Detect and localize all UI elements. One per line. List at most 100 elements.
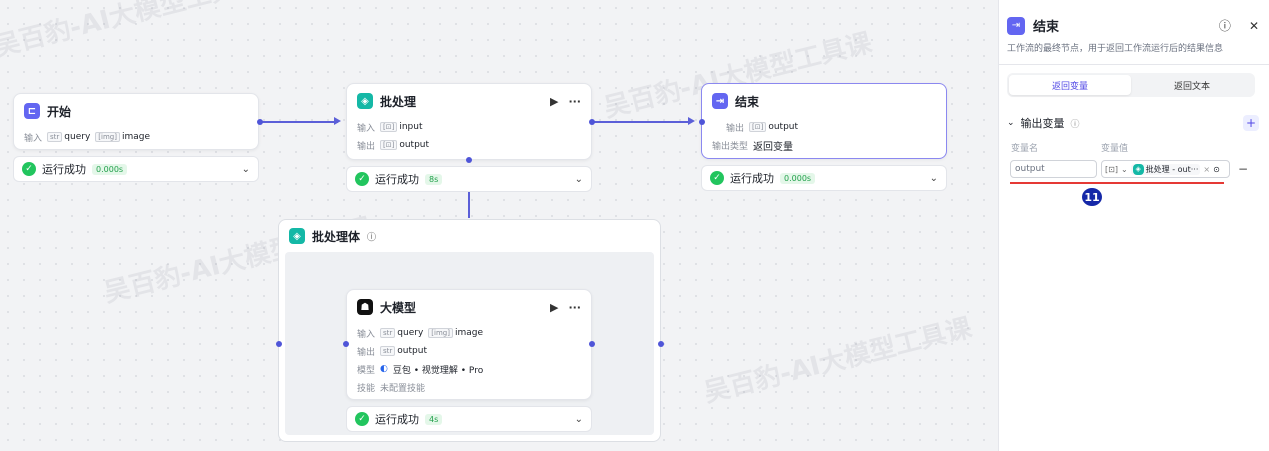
output-port[interactable]: [257, 119, 263, 125]
tab-return-variable[interactable]: 返回变量: [1009, 75, 1131, 95]
close-icon[interactable]: ✕: [1248, 18, 1259, 33]
row-label: 输出: [726, 123, 745, 134]
node-header: ☗ 大模型 ▶···: [347, 290, 591, 324]
col-var-name: 变量名: [1011, 144, 1039, 154]
panel-description: 工作流的最终节点，用于返回工作流运行后的结果信息: [1007, 44, 1224, 54]
add-variable-button[interactable]: +: [1243, 115, 1259, 131]
help-icon[interactable]: ⓘ: [1218, 19, 1231, 33]
status-bar[interactable]: ✓ 运行成功 4s ⌄: [346, 406, 592, 432]
node-title: 批处理: [380, 94, 417, 109]
var-name-input[interactable]: output: [1010, 160, 1097, 178]
status-bar[interactable]: ✓ 运行成功 8s ⌄: [346, 166, 592, 192]
ref-label: 批处理 - out···: [1145, 164, 1199, 174]
node-header: ⇥ 结束: [702, 84, 946, 118]
end-icon: ⇥: [712, 93, 728, 109]
row-label: 输出: [357, 141, 376, 152]
check-icon: ✓: [22, 162, 36, 176]
chevron-down-icon[interactable]: ⌄: [1120, 164, 1128, 174]
run-icon[interactable]: ▶: [549, 94, 559, 108]
end-icon: ⇥: [1007, 16, 1025, 35]
check-icon: ✓: [710, 171, 724, 185]
check-icon: ✓: [355, 412, 369, 426]
tag-name: output: [768, 122, 799, 132]
type-icon: [img]: [95, 132, 120, 142]
more-icon[interactable]: ···: [568, 300, 581, 314]
status-bar[interactable]: ✓ 运行成功 0.000s ⌄: [701, 165, 947, 191]
status-time: 0.000s: [92, 163, 128, 175]
start-icon: ⊏: [24, 103, 40, 119]
node-config-panel: ⇥ 结束 ⓘ ✕ 工作流的最终节点，用于返回工作流运行后的结果信息 返回变量 返…: [998, 0, 1269, 451]
run-icon[interactable]: ▶: [549, 300, 559, 314]
status-label: 运行成功: [375, 173, 419, 186]
info-icon[interactable]: ⓘ: [1070, 119, 1080, 130]
watermark: 吴百豹-AI大模型工具课: [0, 0, 265, 63]
variable-row: output [⊡] ⌄ ◈批处理 - out··· × ⊙ −: [999, 160, 1269, 178]
skill-value: 未配置技能: [380, 383, 426, 394]
end-node[interactable]: ⇥ 结束 输出 [⊡]output 输出类型 返回变量: [701, 83, 947, 159]
remove-variable-button[interactable]: −: [1238, 162, 1249, 176]
group-output-port[interactable]: [658, 341, 664, 347]
chevron-down-icon[interactable]: ⌄: [929, 172, 938, 184]
input-tag: [⊡]input: [380, 122, 423, 132]
divider: [999, 64, 1269, 65]
clear-icon[interactable]: ×: [1203, 164, 1211, 174]
edge-arrow: [334, 117, 341, 125]
chevron-down-icon[interactable]: ⌄: [241, 163, 250, 175]
watermark: 吴百豹-AI大模型工具课: [701, 313, 975, 409]
output-type-row: 输出类型 返回变量: [702, 136, 946, 154]
type-icon: [img]: [428, 328, 453, 338]
info-icon[interactable]: ⓘ: [367, 232, 377, 243]
status-time: 8s: [425, 173, 443, 185]
edge: [260, 121, 338, 123]
status-time: 0.000s: [780, 172, 816, 184]
more-icon[interactable]: ···: [568, 94, 581, 108]
batch-node[interactable]: ◈ 批处理 ▶··· 输入 [⊡]input 输出 [⊡]output: [346, 83, 592, 160]
model-logo-icon: ◐: [380, 364, 388, 374]
input-port[interactable]: [699, 119, 705, 125]
node-title: 结束: [735, 94, 760, 109]
output-vars-section: ⌄ 输出变量 ⓘ +: [999, 115, 1269, 131]
return-mode-tabs: 返回变量 返回文本: [1007, 73, 1255, 97]
section-title: 输出变量: [1020, 117, 1065, 130]
status-label: 运行成功: [42, 163, 86, 176]
output-port[interactable]: [589, 119, 595, 125]
edge-arrow: [688, 117, 695, 125]
type-icon[interactable]: [⊡]: [1105, 164, 1118, 174]
status-label: 运行成功: [730, 172, 774, 185]
status-label: 运行成功: [375, 413, 419, 426]
edge: [468, 190, 470, 218]
ref-chip: ◈批处理 - out···: [1130, 163, 1201, 175]
type-icon: str: [380, 328, 396, 338]
variable-target-icon[interactable]: ⊙: [1213, 164, 1220, 174]
model-row: 模型 ◐ 豆包 • 视觉理解 • Pro: [347, 360, 591, 378]
var-value-selector[interactable]: [⊡] ⌄ ◈批处理 - out··· × ⊙: [1101, 160, 1230, 178]
var-columns: 变量名 变量值: [999, 141, 1269, 154]
group-title: 批处理体: [312, 229, 361, 244]
type-icon: str: [380, 346, 396, 356]
check-icon: ✓: [355, 172, 369, 186]
tab-return-text[interactable]: 返回文本: [1173, 81, 1210, 92]
output-tag: [⊡]output: [749, 122, 798, 132]
status-bar[interactable]: ✓ 运行成功 0.000s ⌄: [13, 156, 259, 182]
chevron-down-icon[interactable]: ⌄: [1007, 118, 1015, 128]
annotation-underline: [1010, 182, 1224, 184]
output-port[interactable]: [589, 341, 595, 347]
row-label: 输出: [357, 347, 376, 358]
input-port[interactable]: [343, 341, 349, 347]
step-badge: 11: [1082, 188, 1102, 206]
workflow-canvas[interactable]: 吴百豹-AI大模型工具课 吴百豹-AI大模型工具课 吴百豹-AI大模型工具课 吴…: [0, 0, 998, 451]
type-icon: [⊡]: [380, 140, 398, 150]
body-port[interactable]: [466, 157, 472, 163]
chevron-down-icon[interactable]: ⌄: [574, 413, 583, 425]
group-input-port[interactable]: [276, 341, 282, 347]
batch-icon: ◈: [1132, 163, 1144, 175]
tag-name: input: [399, 122, 423, 132]
chevron-down-icon[interactable]: ⌄: [574, 173, 583, 185]
panel-header: ⇥ 结束 ⓘ ✕: [999, 0, 1269, 35]
row-label: 输入: [357, 123, 376, 134]
